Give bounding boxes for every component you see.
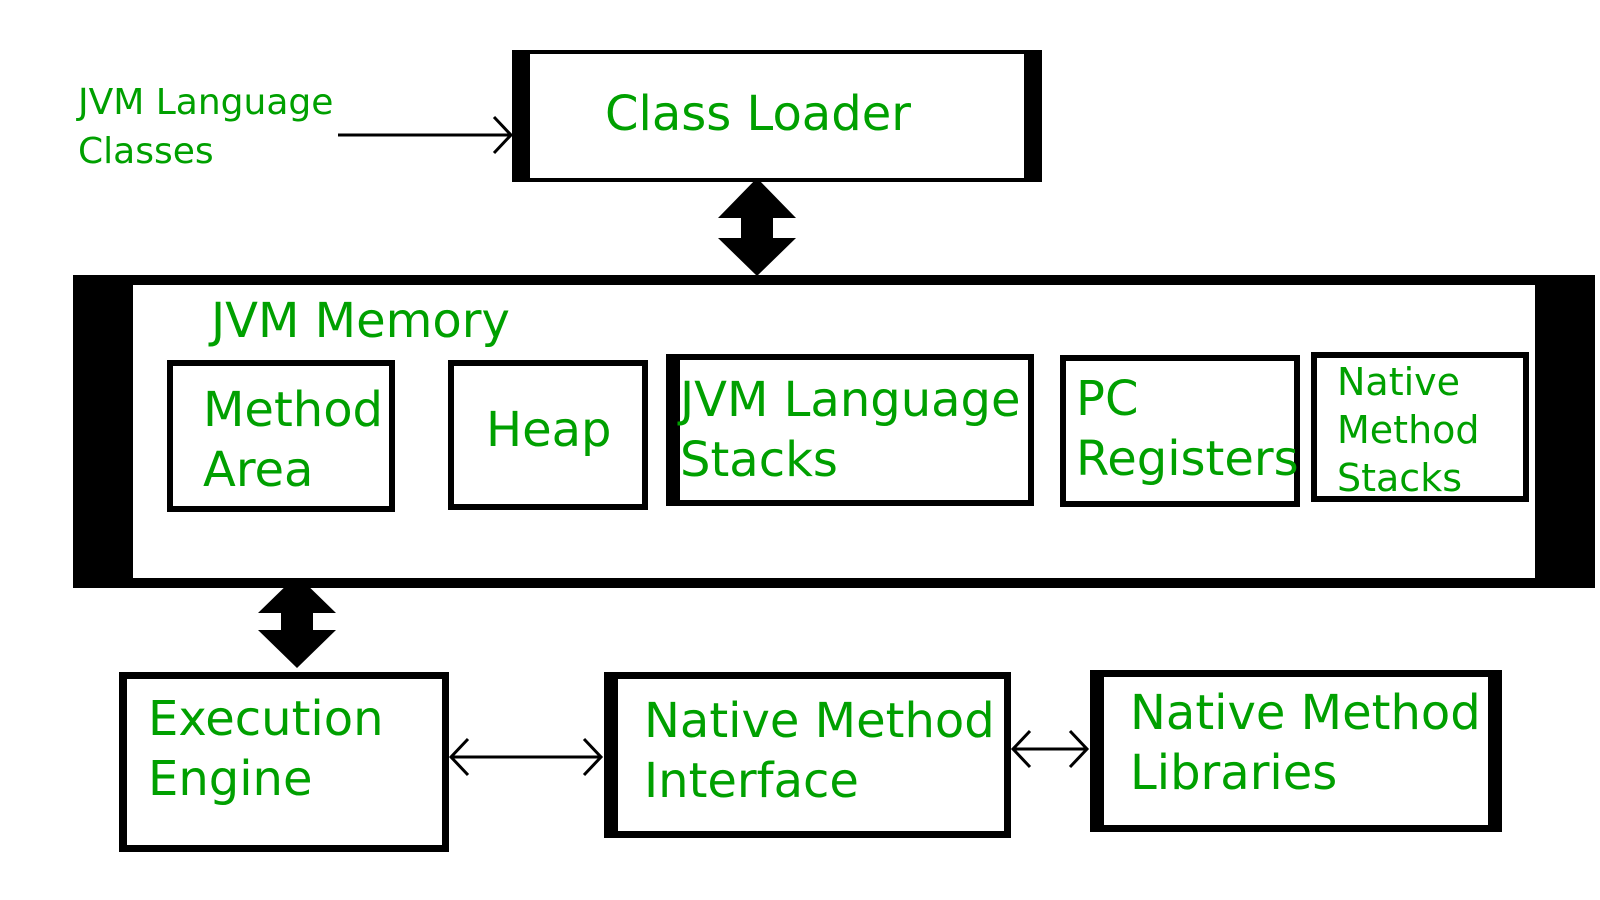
execution-engine-line-2: Engine [148,751,313,807]
execution-engine-label: Execution Engine [148,689,384,809]
pc-registers-line-2: Registers [1076,431,1299,487]
loader-memory-arrow [718,178,796,276]
native-method-stacks-line-2: Method [1337,408,1480,452]
interface-libraries-arrow [1010,729,1090,769]
class-loader-label: Class Loader [605,86,911,142]
pc-registers-label: PC Registers [1076,369,1299,489]
jvm-language-stacks-label: JVM Language Stacks [680,370,1021,490]
native-method-libraries-box: Native Method Libraries [1090,670,1502,832]
native-method-interface-line-2: Interface [644,753,859,809]
method-area-box: Method Area [167,360,395,512]
heap-box: Heap [448,360,648,510]
input-label: JVM Language Classes [78,78,333,176]
pc-registers-line-1: PC [1076,371,1139,427]
method-area-line-1: Method [203,382,384,438]
jvm-language-stacks-line-2: Stacks [680,432,838,488]
jvm-language-stacks-box: JVM Language Stacks [666,354,1034,506]
pc-registers-box: PC Registers [1060,355,1300,507]
native-method-libraries-line-2: Libraries [1130,745,1338,801]
native-method-stacks-line-1: Native [1337,360,1461,404]
native-method-libraries-line-1: Native Method [1130,685,1481,741]
jvm-memory-title: JVM Memory [211,293,510,349]
jvm-language-stacks-line-1: JVM Language [680,372,1021,428]
class-loader-box: Class Loader [512,50,1042,182]
native-method-interface-label: Native Method Interface [644,691,995,811]
input-label-line-2: Classes [78,131,214,172]
heap-label: Heap [486,402,612,458]
native-method-interface-line-1: Native Method [644,693,995,749]
native-method-interface-box: Native Method Interface [604,672,1011,838]
engine-interface-arrow [448,737,604,777]
method-area-label: Method Area [203,380,383,500]
input-arrow [338,115,514,155]
native-method-libraries-label: Native Method Libraries [1130,683,1481,803]
method-area-line-2: Area [203,442,314,498]
memory-engine-arrow [258,575,336,668]
execution-engine-line-1: Execution [148,691,384,747]
native-method-stacks-line-3: Stacks [1337,456,1463,500]
execution-engine-box: Execution Engine [119,672,449,852]
native-method-stacks-box: Native Method Stacks [1311,352,1529,502]
native-method-stacks-label: Native Method Stacks [1337,358,1480,502]
input-label-line-1: JVM Language [78,82,334,123]
